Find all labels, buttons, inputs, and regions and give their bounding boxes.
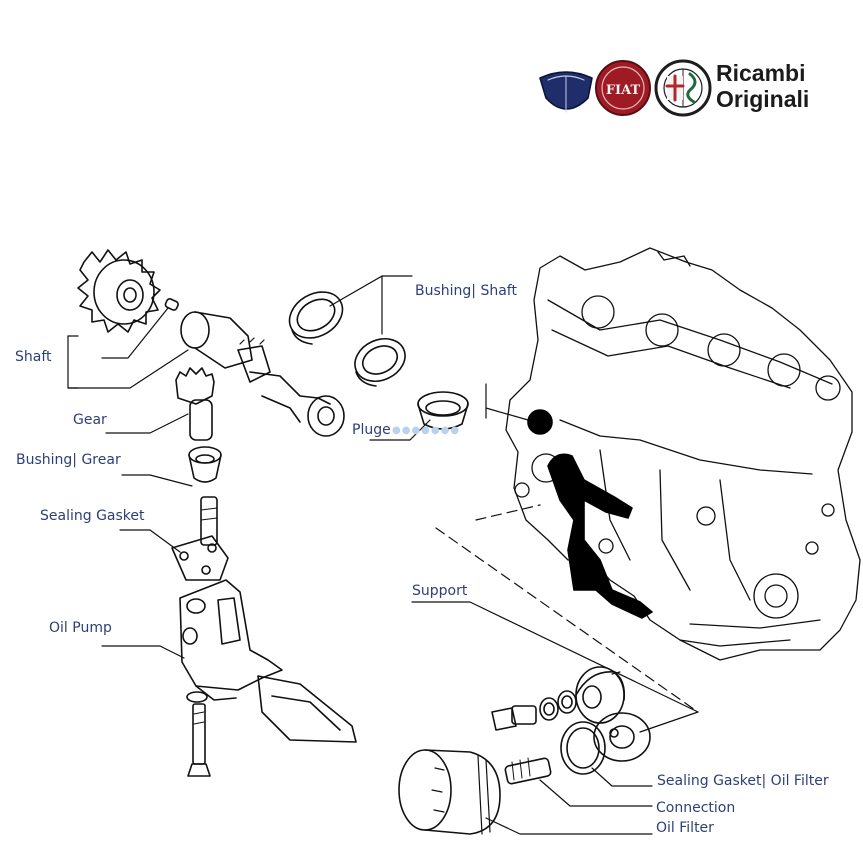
oil-pickup-strainer xyxy=(257,675,357,743)
brand-wordmark: Ricambi Originali xyxy=(716,60,809,112)
label-bushing-shaft: Bushing| Shaft xyxy=(415,283,517,299)
label-sealing-gasket: Sealing Gasket xyxy=(40,508,145,524)
support-bolt xyxy=(491,690,577,731)
label-gear: Gear xyxy=(73,412,107,428)
engine-highlighted-parts xyxy=(527,409,653,619)
sealing-gasket xyxy=(171,535,229,581)
label-shaft: Shaft xyxy=(15,349,52,365)
lancia-logo xyxy=(539,71,593,113)
dashed-leaders xyxy=(435,504,699,713)
sealing-gasket-oil-filter xyxy=(560,721,606,775)
leader-lines xyxy=(67,275,699,835)
small-pin xyxy=(164,298,179,311)
timing-gear xyxy=(77,249,161,333)
label-bushing-grear: Bushing| Grear xyxy=(16,452,121,468)
brand-line-2: Originali xyxy=(716,86,810,112)
svg-text:FIAT: FIAT xyxy=(606,83,641,98)
oil-pump xyxy=(179,579,283,701)
gear xyxy=(175,367,215,441)
brand-line-1: Ricambi xyxy=(716,60,806,86)
pluge xyxy=(417,391,469,430)
oil-filter xyxy=(398,749,501,835)
bushing-shaft-upper xyxy=(288,291,344,345)
fiat-logo: FIAT xyxy=(595,60,651,116)
label-oil-filter: Oil Filter xyxy=(656,820,714,836)
bushing-shaft-lower xyxy=(354,338,406,387)
label-sealing-gasket-oil-filter: Sealing Gasket| Oil Filter xyxy=(657,773,829,789)
label-support: Support xyxy=(412,583,468,599)
support-cap xyxy=(575,666,626,724)
label-oil-pump: Oil Pump xyxy=(49,620,112,636)
bushing-grear xyxy=(188,446,222,483)
connection-fitting xyxy=(504,757,552,785)
engine-block xyxy=(505,247,861,661)
shaft xyxy=(180,311,345,437)
support-flange xyxy=(593,712,651,762)
watermark: ●●●●●●● xyxy=(392,425,461,436)
label-connection: Connection xyxy=(656,800,736,816)
label-pluge: Pluge xyxy=(352,422,391,438)
alfa-romeo-logo xyxy=(654,59,712,117)
pump-bolt xyxy=(186,691,211,777)
